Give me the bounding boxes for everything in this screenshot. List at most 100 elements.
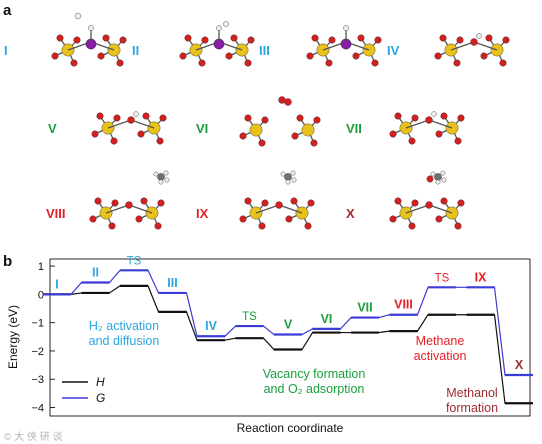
oxygen-atom: [480, 52, 488, 60]
oxygen-atom: [108, 222, 116, 230]
state-label: VII: [357, 301, 372, 315]
oxygen-atom: [113, 114, 121, 122]
structure-IX: IX: [196, 170, 315, 230]
oxygen-atom: [179, 52, 187, 60]
hydrogen-atom: [431, 111, 437, 117]
hydrogen-atom: [158, 179, 164, 185]
structure-label: IX: [196, 206, 209, 221]
hydrogen-atom: [435, 179, 441, 185]
annotation-text: Methane: [416, 334, 465, 348]
structure-label: II: [132, 43, 139, 58]
bond: [405, 204, 430, 214]
oxygen-atom: [239, 215, 247, 223]
oxygen-atom: [440, 197, 448, 205]
structure-III: III: [259, 25, 382, 67]
state-label: VIII: [394, 298, 413, 312]
structure-VIII: VIII: [46, 170, 170, 230]
oxygen-atom: [425, 116, 433, 124]
oxygen-atom: [247, 36, 255, 44]
oxygen-atom: [140, 197, 148, 205]
oxygen-atom: [352, 52, 360, 60]
oxygen-atom: [198, 59, 206, 67]
y-tick-label: −4: [31, 403, 44, 415]
carbon-atom: [284, 173, 292, 181]
oxygen-atom: [394, 197, 402, 205]
hydrogen-atom: [88, 25, 94, 31]
oxygen-atom: [127, 116, 135, 124]
panel-label-b: b: [3, 253, 12, 270]
y-tick-label: 1: [38, 261, 44, 273]
state-label: TS: [242, 311, 257, 323]
state-label: III: [167, 276, 177, 290]
oxygen-atom: [313, 116, 321, 124]
oxygen-atom: [389, 130, 397, 138]
oxygen-atom: [258, 222, 266, 230]
oxygen-atom: [440, 112, 448, 120]
hydrogen-atom: [133, 111, 139, 117]
oxygen-atom: [457, 199, 465, 207]
oxygen-atom: [453, 59, 461, 67]
bond: [428, 119, 453, 129]
hydrogen-atom: [441, 177, 447, 183]
oxygen-atom: [230, 34, 238, 42]
y-tick-label: 0: [38, 289, 44, 301]
hydrogen-atom: [440, 170, 446, 176]
bond: [130, 119, 155, 129]
plot-frame: [49, 258, 531, 417]
oxygen-atom: [73, 36, 81, 44]
oxygen-atom: [389, 215, 397, 223]
silicon-atom: [301, 123, 315, 137]
carbon-atom: [434, 173, 442, 181]
oxygen-atom: [499, 59, 507, 67]
oxygen-atom: [470, 38, 478, 46]
oxygen-atom: [201, 36, 209, 44]
structure-label: VI: [196, 121, 208, 136]
structure-label: VII: [346, 121, 362, 136]
oxygen-atom: [426, 175, 434, 183]
bond: [255, 204, 280, 214]
oxygen-atom: [135, 215, 143, 223]
oxygen-atom: [244, 114, 252, 122]
y-tick-label: −1: [31, 318, 44, 330]
carbon-atom: [157, 173, 165, 181]
oxygen-atom: [454, 137, 462, 145]
state-label: TS: [127, 255, 142, 267]
y-tick-label: −2: [31, 346, 44, 358]
structure-X: X: [346, 170, 465, 230]
oxygen-atom: [304, 222, 312, 230]
oxygen-atom: [425, 201, 433, 209]
oxygen-atom: [110, 137, 118, 145]
oxygen-atom: [325, 59, 333, 67]
hydrogen-atom: [164, 177, 170, 183]
state-label: IX: [475, 270, 487, 284]
oxygen-atom: [102, 34, 110, 42]
oxygen-atom: [157, 199, 165, 207]
oxygen-atom: [156, 137, 164, 145]
oxygen-atom: [291, 132, 299, 140]
y-axis-title: Energy (eV): [6, 305, 20, 369]
oxygen-atom: [296, 114, 304, 122]
oxygen-atom: [94, 197, 102, 205]
structure-I: I: [4, 12, 127, 67]
y-axis-ticks: 10−1−2−3−4: [31, 261, 55, 415]
x-axis-title: Reaction coordinate: [237, 421, 344, 435]
hydrogen-atom: [430, 171, 436, 177]
structure-V: V: [48, 111, 167, 145]
oxygen-atom: [456, 36, 464, 44]
structure-label: X: [346, 206, 355, 221]
legend-label-g: G: [96, 391, 105, 405]
oxygen-atom: [408, 137, 416, 145]
bond: [428, 204, 453, 214]
oxygen-atom: [258, 139, 266, 147]
oxygen-atom: [306, 52, 314, 60]
oxygen-atom: [225, 52, 233, 60]
annotation-text: Vacancy formation: [263, 367, 366, 381]
oxygen-atom: [485, 34, 493, 42]
oxygen-atom: [374, 36, 382, 44]
oxygen-atom: [89, 215, 97, 223]
oxygen-atom: [457, 114, 465, 122]
